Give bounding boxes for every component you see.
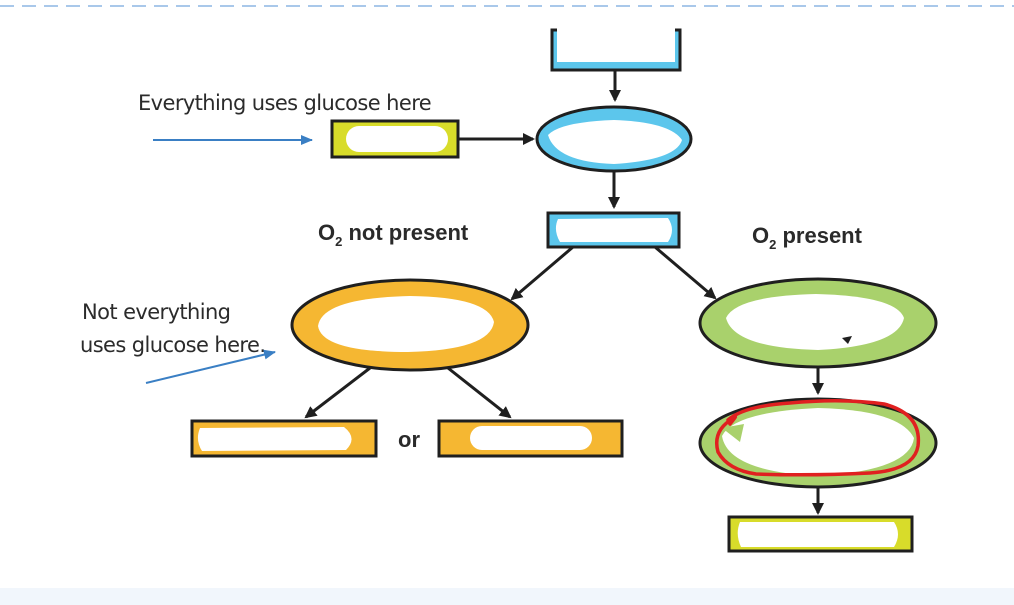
arrow-pyruvate-to-aerobic bbox=[654, 245, 717, 300]
annotation-everything-uses-glucose: Everything uses glucose here bbox=[138, 91, 431, 115]
annotation-not-everything-line2: uses glucose here. bbox=[80, 333, 265, 357]
arrow-fermentation-right bbox=[447, 366, 512, 419]
arrow-fermentation-left bbox=[304, 366, 371, 419]
pyruvate-box bbox=[546, 211, 681, 249]
label-o2-not-present: O2 not present bbox=[318, 220, 469, 249]
annotation-not-everything-line1: Not everything bbox=[82, 300, 230, 324]
aerobic-ellipse-bottom bbox=[698, 397, 938, 489]
label-o2-not-present-o: O bbox=[318, 220, 335, 245]
label-o2-present: O2 present bbox=[752, 223, 863, 252]
arrow-pyruvate-to-fermentation bbox=[510, 245, 574, 301]
red-marker-circle bbox=[715, 399, 921, 477]
label-o2-present-o: O bbox=[752, 223, 769, 248]
top-blue-box bbox=[550, 26, 682, 72]
final-product-box bbox=[727, 515, 914, 553]
annotation-arrow-bottom bbox=[145, 349, 276, 384]
aerobic-ellipse-top bbox=[698, 277, 938, 369]
fermentation-product-right bbox=[437, 419, 624, 458]
label-o2-not-present-text: not present bbox=[342, 220, 469, 245]
or-label: or bbox=[398, 427, 420, 452]
label-o2-present-sub: 2 bbox=[769, 237, 776, 252]
glycolysis-ellipse bbox=[535, 105, 693, 173]
label-o2-present-text: present bbox=[776, 223, 862, 248]
glucose-input-box bbox=[330, 119, 460, 159]
bottom-band bbox=[0, 588, 1014, 605]
fermentation-ellipse bbox=[290, 278, 530, 372]
label-o2-not-present-sub: 2 bbox=[335, 234, 342, 249]
fermentation-product-left bbox=[190, 419, 378, 458]
